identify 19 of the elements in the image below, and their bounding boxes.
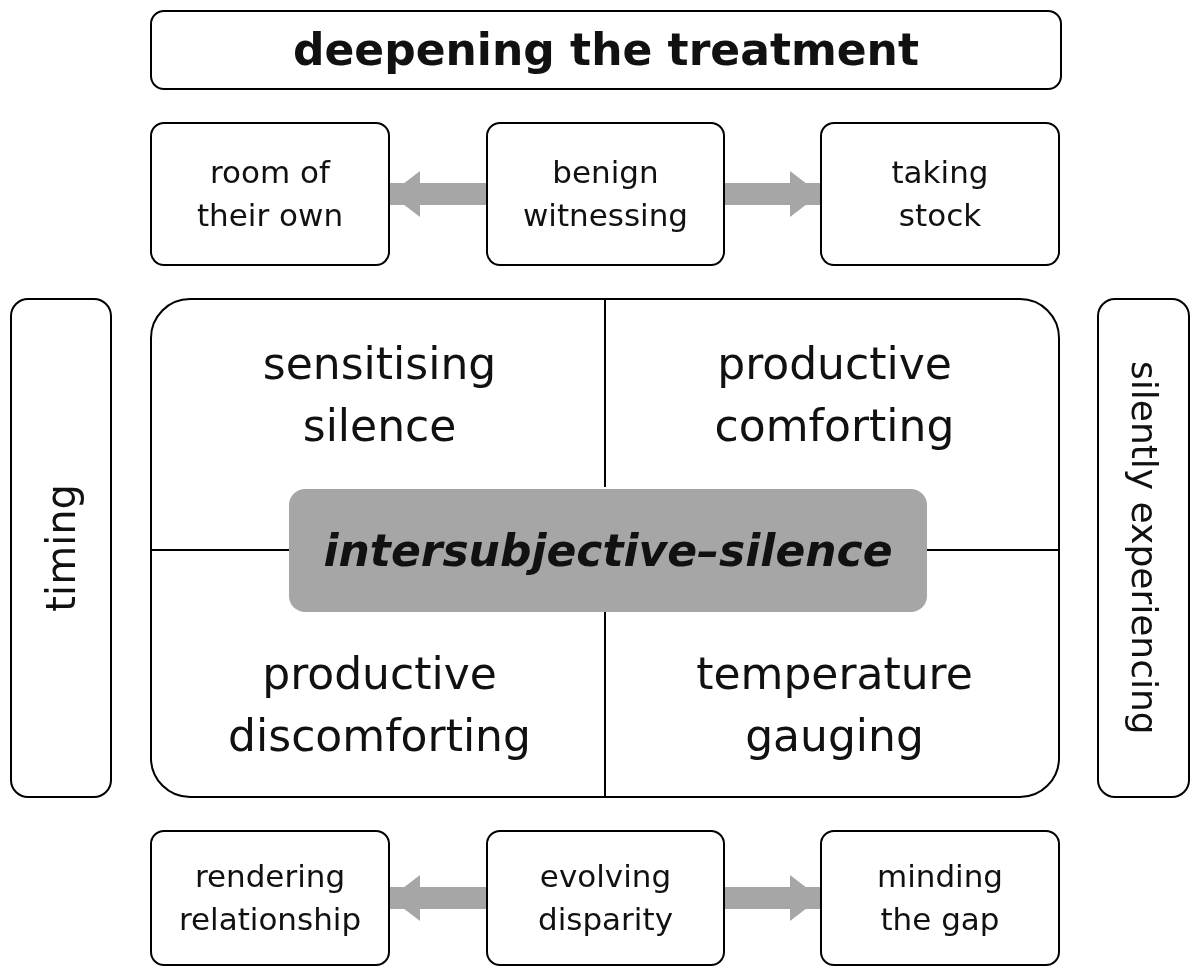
block-arrow	[725, 171, 820, 217]
quadrant-text: productive discomforting	[152, 630, 607, 780]
concept-box: evolving disparity	[486, 830, 725, 966]
quadrant-text: temperature gauging	[607, 630, 1062, 780]
quadrant-panel	[150, 298, 1060, 798]
block-arrow	[725, 875, 820, 921]
heading-box: deepening the treatment	[150, 10, 1062, 90]
central-concept-box: intersubjective–silence	[289, 489, 927, 612]
side-label-box: silently experiencing	[1097, 298, 1190, 798]
concept-box: benign witnessing	[486, 122, 725, 266]
quadrant-text: sensitising silence	[152, 320, 607, 470]
concept-box: rendering relationship	[150, 830, 390, 966]
side-label-box: timing	[10, 298, 112, 798]
concept-box: minding the gap	[820, 830, 1060, 966]
block-arrow	[390, 171, 486, 217]
quadrant-text: productive comforting	[607, 320, 1062, 470]
concept-box: taking stock	[820, 122, 1060, 266]
block-arrow	[390, 875, 486, 921]
concept-box: room of their own	[150, 122, 390, 266]
